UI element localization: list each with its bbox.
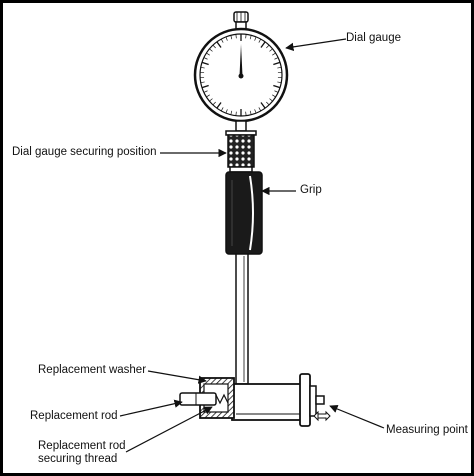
dial-tick [258, 38, 262, 43]
replacement-rod [179, 392, 217, 406]
dial-tick [201, 61, 209, 66]
dial-tick [209, 98, 213, 102]
dial-tick [230, 35, 233, 40]
movement-arrow-icon [317, 410, 331, 422]
dial-tick [273, 61, 281, 66]
dial-tick [277, 66, 282, 69]
label-replacement-rod-securing-thread-line1: Replacement rod [38, 440, 126, 452]
leader-measuring-point [329, 404, 385, 429]
dial-tick [260, 102, 266, 109]
dial-tick [209, 48, 213, 52]
measuring-head [179, 373, 331, 427]
dial-tick [212, 44, 216, 49]
label-grip: Grip [300, 184, 322, 196]
leader-dial-gauge [285, 38, 347, 52]
dial-tick [277, 81, 282, 84]
dial-tick [235, 111, 237, 116]
measuring-point-pin [315, 395, 325, 405]
gauge-shaft [235, 253, 249, 385]
grip-handle [225, 171, 263, 255]
dial-tick [249, 35, 252, 40]
label-dial-gauge-securing-position: Dial gauge securing position [12, 146, 157, 158]
label-replacement-rod-securing-thread-line2: securing thread [38, 453, 118, 465]
leader-lines [119, 38, 385, 453]
leader-replacement-washer [147, 370, 207, 384]
label-replacement-washer: Replacement washer [38, 364, 147, 376]
dial-tick [203, 57, 208, 60]
dial-tick [206, 94, 210, 98]
dial-tick [254, 36, 257, 41]
dial-tick [260, 41, 266, 48]
dial-tick [249, 110, 252, 115]
dial-tick [274, 57, 279, 60]
dial-ticks [200, 34, 282, 116]
dial-tick [225, 109, 228, 114]
leader-replacement-rod [119, 399, 183, 417]
dial-tick [235, 34, 237, 39]
dial-tick [272, 94, 276, 98]
dial-tick [254, 109, 257, 114]
dial-tick [230, 110, 233, 115]
dial-tick [220, 38, 224, 43]
dial-tick [272, 52, 276, 56]
dial-tick [273, 84, 281, 89]
dial-tick [200, 66, 205, 69]
dial-tick [225, 36, 228, 41]
dial-gauge-securing-collar [225, 130, 257, 173]
dial-tick [201, 84, 209, 89]
securing-thread [215, 393, 229, 405]
dial-tick [245, 111, 247, 116]
dial-tick [274, 90, 279, 93]
dial-tick [245, 34, 247, 39]
label-dial-gauge: Dial gauge [346, 32, 401, 44]
dial-tick [269, 48, 273, 52]
dial-tick [203, 90, 208, 93]
dial-needle [239, 44, 243, 76]
dial-tick [266, 44, 270, 49]
dial-tick [258, 107, 262, 112]
dial-tick [216, 102, 222, 109]
dial-tick [200, 81, 205, 84]
dial-tick [216, 41, 222, 48]
label-measuring-point: Measuring point [386, 424, 468, 436]
dial-tick [206, 52, 210, 56]
leader-securing-thread [125, 406, 213, 453]
label-replacement-rod: Replacement rod [30, 410, 118, 422]
dial-tick [220, 107, 224, 112]
dial-tick [269, 98, 273, 102]
dial-gauge [193, 11, 289, 132]
dial-tick [266, 101, 270, 106]
dial-tick [212, 101, 216, 106]
